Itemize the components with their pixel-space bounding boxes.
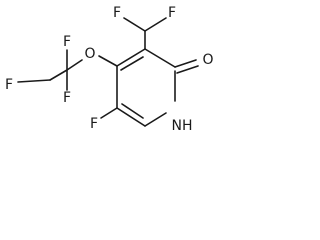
- bond-c3-c4: [116, 48, 146, 67]
- bond-c5-c6: [116, 107, 146, 127]
- bond-chf2-f-left: [123, 17, 146, 32]
- molecule-diagram: F F O F F F O NH F: [0, 0, 224, 158]
- bond-cf3-f-far-left: [17, 79, 51, 83]
- bond-c2-o-double: [176, 65, 199, 74]
- atom-o-carbonyl: O: [202, 52, 213, 68]
- bond-cf3-f-left: [49, 69, 68, 81]
- bond-c5-f: [100, 107, 118, 119]
- atom-f-chf2-left: F: [113, 5, 121, 21]
- bond-c6-n1: [144, 112, 167, 127]
- atom-f-chf2-right: F: [168, 5, 176, 21]
- bond-c2-c3: [144, 48, 176, 68]
- atom-f-ring: F: [90, 116, 98, 132]
- bond-c4-o: [98, 55, 118, 67]
- bond-c5-c6-inner: [121, 103, 144, 119]
- bond-c3-c4-inner: [120, 56, 144, 71]
- atom-nh: NH: [172, 118, 193, 134]
- structure-drawing: F F O F F F O NH F: [5, 5, 214, 134]
- bond-o-cf3: [66, 59, 83, 71]
- atom-o-ether: O: [84, 46, 95, 62]
- bond-chf2-f-right: [144, 17, 167, 32]
- bond-c2-o: [174, 59, 197, 68]
- atom-f-cf3-bottom: F: [63, 90, 71, 106]
- atom-f-cf3-left: F: [5, 77, 13, 93]
- atom-f-cf3-top: F: [63, 34, 71, 50]
